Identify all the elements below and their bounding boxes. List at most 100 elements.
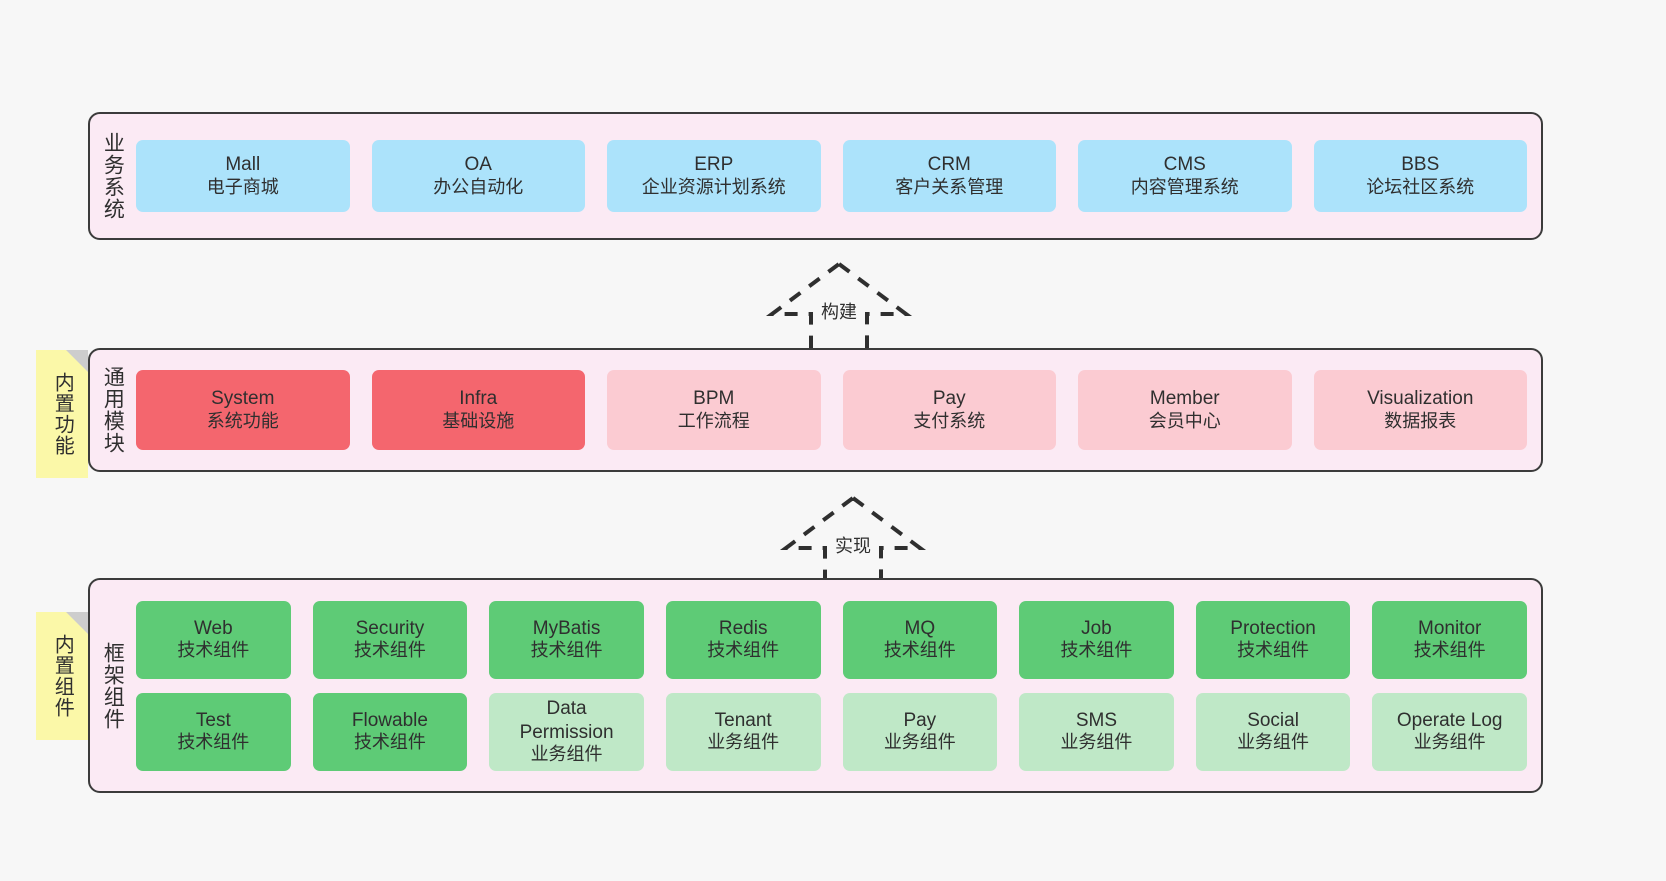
- card-protection[interactable]: Protection 技术组件: [1195, 600, 1351, 679]
- card-member-cn: 会员中心: [1148, 410, 1221, 431]
- card-job-en: Job: [1081, 617, 1112, 639]
- card-tenant[interactable]: Tenant 业务组件: [665, 692, 821, 771]
- card-pay-module[interactable]: Pay 支付系统: [842, 370, 1056, 450]
- layer-common-modules: 通用模块 System 系统功能 Infra 基础设施 BPM 工作流程 Pay…: [88, 348, 1543, 472]
- card-flowable-cn: 技术组件: [353, 732, 426, 753]
- framework-business-row: Test 技术组件 Flowable 技术组件 Data Permission …: [136, 692, 1527, 771]
- connector-build-arrow: 构建: [764, 258, 914, 354]
- common-card-row: System 系统功能 Infra 基础设施 BPM 工作流程 Pay 支付系统…: [136, 370, 1527, 450]
- note-builtin-features: 内置功能: [36, 350, 88, 478]
- card-infra[interactable]: Infra 基础设施: [371, 370, 585, 450]
- card-system[interactable]: System 系统功能: [136, 370, 350, 450]
- card-crm[interactable]: CRM 客户关系管理: [842, 140, 1056, 212]
- card-bbs-en: BBS: [1401, 154, 1440, 176]
- layer-common-modules-title: 通用模块: [101, 366, 125, 454]
- card-protection-cn: 技术组件: [1237, 640, 1310, 661]
- card-sms[interactable]: SMS 业务组件: [1019, 692, 1174, 771]
- card-member-en: Member: [1149, 388, 1220, 410]
- layer-framework-components-title: 框架组件: [101, 641, 125, 730]
- card-bpm[interactable]: BPM 工作流程: [607, 370, 821, 450]
- card-oa-en: OA: [464, 154, 492, 176]
- card-erp[interactable]: ERP 企业资源计划系统: [607, 140, 821, 212]
- card-infra-en: Infra: [459, 388, 498, 410]
- business-card-row: Mall 电子商城 OA 办公自动化 ERP 企业资源计划系统 CRM 客户关系…: [136, 140, 1527, 212]
- card-cms-cn: 内容管理系统: [1130, 176, 1239, 197]
- card-mybatis-cn: 技术组件: [530, 640, 603, 661]
- card-flowable-en: Flowable: [351, 709, 428, 731]
- connector-build-label: 构建: [821, 302, 857, 322]
- card-monitor-en: Monitor: [1418, 617, 1482, 639]
- card-erp-cn: 企业资源计划系统: [641, 176, 786, 197]
- note-builtin-components: 内置组件: [36, 612, 88, 740]
- card-oa[interactable]: OA 办公自动化: [371, 140, 585, 212]
- card-security[interactable]: Security 技术组件: [312, 600, 468, 679]
- card-crm-en: CRM: [927, 154, 971, 176]
- card-social-cn: 业务组件: [1237, 732, 1310, 753]
- note-fold-corner-icon: [66, 612, 88, 634]
- card-web-en: Web: [193, 617, 233, 639]
- card-mall-cn: 电子商城: [206, 176, 279, 197]
- card-monitor[interactable]: Monitor 技术组件: [1372, 600, 1527, 679]
- card-redis-cn: 技术组件: [707, 640, 780, 661]
- card-operate-log-en: Operate Log: [1396, 709, 1503, 731]
- note-fold-corner-icon: [66, 350, 88, 372]
- card-crm-cn: 客户关系管理: [895, 176, 1004, 197]
- card-pay-component-en: Pay: [903, 709, 937, 731]
- card-member[interactable]: Member 会员中心: [1078, 370, 1292, 450]
- card-mq-cn: 技术组件: [883, 640, 956, 661]
- card-mall[interactable]: Mall 电子商城: [136, 140, 350, 212]
- card-bpm-en: BPM: [693, 388, 735, 410]
- layer-framework-components-body: Web 技术组件 Security 技术组件 MyBatis 技术组件 Redi…: [134, 580, 1541, 791]
- card-security-en: Security: [355, 617, 425, 639]
- card-pay-module-cn: 支付系统: [913, 410, 986, 431]
- layer-common-modules-body: System 系统功能 Infra 基础设施 BPM 工作流程 Pay 支付系统…: [134, 350, 1541, 470]
- layer-business-systems-title: 业务系统: [101, 132, 125, 220]
- card-system-en: System: [211, 388, 275, 410]
- card-test-cn: 技术组件: [177, 732, 250, 753]
- card-job-cn: 技术组件: [1060, 640, 1133, 661]
- card-mybatis[interactable]: MyBatis 技术组件: [489, 600, 644, 679]
- card-web[interactable]: Web 技术组件: [136, 600, 291, 679]
- card-bbs[interactable]: BBS 论坛社区系统: [1313, 140, 1527, 212]
- card-tenant-en: Tenant: [714, 709, 772, 731]
- card-job[interactable]: Job 技术组件: [1019, 600, 1174, 679]
- card-flowable[interactable]: Flowable 技术组件: [312, 692, 468, 771]
- card-mybatis-en: MyBatis: [532, 617, 601, 639]
- card-visualization-en: Visualization: [1367, 388, 1474, 410]
- note-builtin-components-text: 内置组件: [51, 634, 74, 718]
- card-operate-log[interactable]: Operate Log 业务组件: [1372, 692, 1527, 771]
- card-mall-en: Mall: [225, 154, 261, 176]
- card-pay-module-en: Pay: [932, 388, 966, 410]
- card-cms-en: CMS: [1163, 154, 1206, 176]
- card-operate-log-cn: 业务组件: [1413, 732, 1486, 753]
- card-data-permission-en: Data Permission: [519, 698, 614, 743]
- card-mq-en: MQ: [904, 617, 936, 639]
- layer-business-systems-body: Mall 电子商城 OA 办公自动化 ERP 企业资源计划系统 CRM 客户关系…: [134, 114, 1541, 238]
- card-social[interactable]: Social 业务组件: [1195, 692, 1351, 771]
- card-security-cn: 技术组件: [353, 640, 426, 661]
- card-sms-en: SMS: [1075, 709, 1118, 731]
- card-system-cn: 系统功能: [206, 410, 279, 431]
- card-pay-component[interactable]: Pay 业务组件: [842, 692, 998, 771]
- card-redis[interactable]: Redis 技术组件: [665, 600, 821, 679]
- card-data-permission[interactable]: Data Permission 业务组件: [489, 692, 644, 771]
- card-test-en: Test: [195, 709, 231, 731]
- framework-tech-row: Web 技术组件 Security 技术组件 MyBatis 技术组件 Redi…: [136, 600, 1527, 679]
- card-social-en: Social: [1247, 709, 1299, 731]
- card-test[interactable]: Test 技术组件: [136, 692, 291, 771]
- card-data-permission-cn: 业务组件: [530, 743, 603, 764]
- card-redis-en: Redis: [718, 617, 768, 639]
- layer-business-systems: 业务系统 Mall 电子商城 OA 办公自动化 ERP 企业资源计划系统 CRM…: [88, 112, 1543, 240]
- card-mq[interactable]: MQ 技术组件: [842, 600, 998, 679]
- layer-framework-components: 框架组件 Web 技术组件 Security 技术组件 MyBatis 技术组件…: [88, 578, 1543, 793]
- card-protection-en: Protection: [1230, 617, 1316, 639]
- card-cms[interactable]: CMS 内容管理系统: [1078, 140, 1292, 212]
- card-erp-en: ERP: [694, 154, 734, 176]
- card-visualization-cn: 数据报表: [1384, 410, 1457, 431]
- connector-implement-arrow: 实现: [778, 492, 928, 588]
- card-visualization[interactable]: Visualization 数据报表: [1313, 370, 1527, 450]
- connector-implement-label: 实现: [835, 536, 871, 556]
- card-sms-cn: 业务组件: [1060, 732, 1133, 753]
- note-builtin-features-text: 内置功能: [51, 372, 74, 456]
